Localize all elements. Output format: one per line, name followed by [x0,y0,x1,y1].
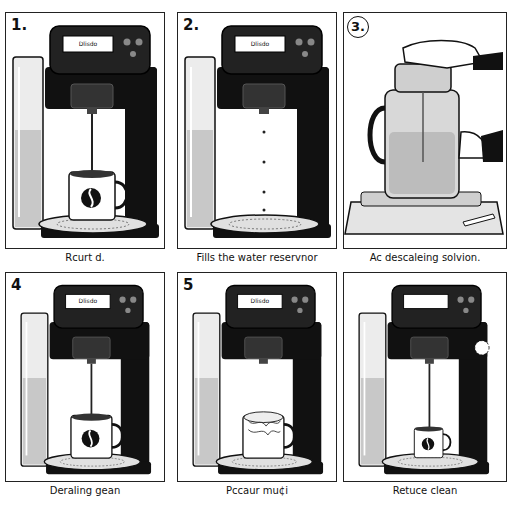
step-number: 1. [9,16,29,34]
display-text: Dlisdo [236,38,284,50]
step-number: 3. [347,16,369,38]
step-number: 5 [181,276,195,294]
step-caption: Rcurt d. [6,252,164,264]
step-caption: Deraling gean [6,485,164,497]
step-panel: Retuce clean [343,272,507,482]
step-caption: Ac descaleing solvion. [344,252,506,264]
step-caption: Pccaur mu¢i [178,485,336,497]
step-caption: Fills the water reservnor [178,252,336,264]
step-panel: 3.Ac descaleing solvion. [343,12,507,249]
step-caption: Retuce clean [344,485,506,497]
display-text: Dlisdo [64,38,112,50]
step-number: 4 [9,276,23,294]
step-number: 2. [181,16,201,34]
display-text: Dlisdo [67,296,110,307]
display-text: Dlisdo [239,296,282,307]
